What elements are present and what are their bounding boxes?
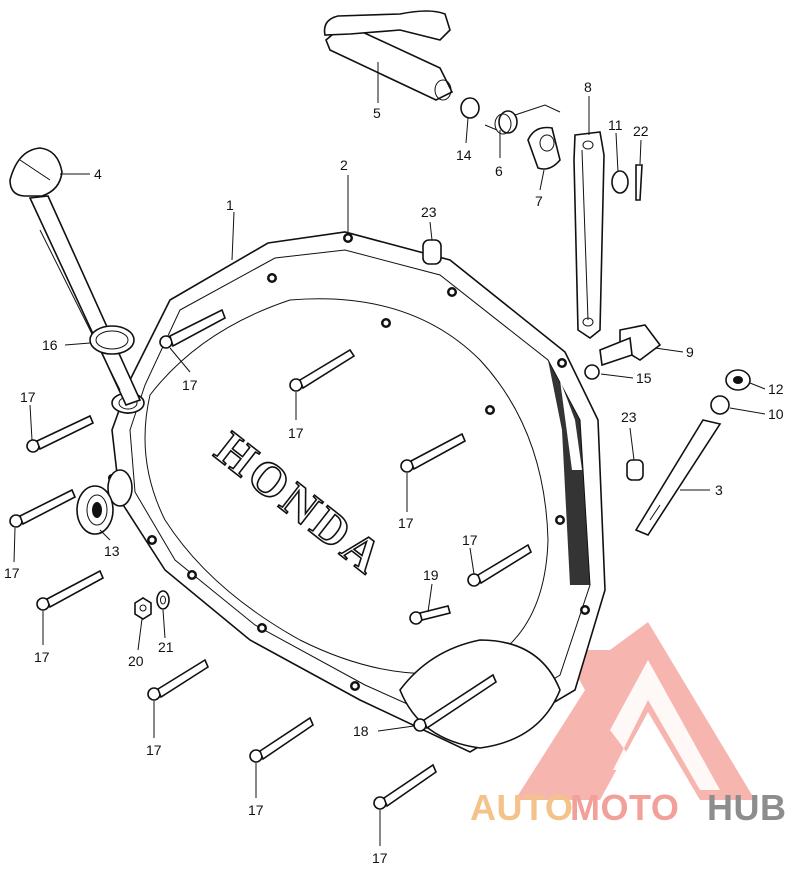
callout-1: 1 — [226, 197, 234, 213]
dipstick-o-ring — [89, 325, 135, 355]
lifter-plate — [573, 131, 605, 339]
callout-9: 9 — [686, 344, 694, 360]
callout-17: 17 — [248, 802, 264, 818]
bolt-17 — [400, 432, 467, 473]
callout-14: 14 — [456, 147, 472, 163]
shaft-oil-seal — [725, 369, 751, 391]
bolt-17 — [159, 308, 226, 349]
callout-19: 19 — [423, 567, 439, 583]
crankcase-cover: HONDA — [107, 231, 606, 753]
callout-4: 4 — [94, 166, 102, 182]
callout-17: 17 — [462, 532, 478, 548]
callout-23: 23 — [421, 204, 437, 220]
callout-23: 23 — [621, 409, 637, 425]
callout-6: 6 — [495, 163, 503, 179]
dowel-pin-upper — [422, 239, 442, 265]
bolt-18 — [413, 673, 497, 732]
circlip — [460, 97, 480, 119]
callout-17: 17 — [398, 515, 414, 531]
callout-21: 21 — [158, 639, 174, 655]
plate-washer — [611, 170, 629, 194]
clutch-lift-shaft — [323, 10, 454, 101]
bolt-17 — [373, 763, 437, 810]
watermark-word-hub: HUB — [707, 787, 787, 828]
pushrod-shaft — [634, 419, 722, 536]
dowel-pin-right — [626, 459, 644, 481]
callout-labels: 1 2 3 4 5 6 7 8 9 10 11 12 13 14 15 16 1… — [4, 79, 784, 866]
callout-17: 17 — [4, 565, 20, 581]
bolt-17 — [26, 414, 95, 453]
callout-13: 13 — [104, 543, 120, 559]
callout-10: 10 — [768, 406, 784, 422]
cotter-pin — [635, 164, 643, 201]
callout-18: 18 — [353, 723, 369, 739]
callout-22: 22 — [633, 123, 649, 139]
callout-17: 17 — [20, 389, 36, 405]
watermark-word-auto: AUTO — [470, 787, 573, 828]
callout-17: 17 — [34, 649, 50, 665]
oil-dipstick — [9, 147, 142, 406]
callout-11: 11 — [608, 117, 623, 133]
watermark-word-moto: MOTO — [570, 787, 679, 828]
bolt-17 — [9, 488, 77, 528]
lift-cam-collar — [527, 126, 561, 170]
bolt-19 — [409, 605, 451, 625]
callout-17: 17 — [182, 377, 198, 393]
clutch-adjuster — [599, 324, 662, 367]
callout-16: 16 — [42, 337, 58, 353]
bolt-17 — [147, 658, 210, 701]
bolt-17 — [289, 348, 356, 392]
callout-17: 17 — [372, 850, 388, 866]
return-spring — [484, 104, 561, 135]
callout-17: 17 — [146, 742, 162, 758]
leader-lines — [13, 62, 766, 846]
bolt-17 — [467, 543, 533, 587]
bolt-17 — [36, 569, 105, 611]
callout-3: 3 — [715, 482, 723, 498]
callout-7: 7 — [535, 193, 543, 209]
callout-15: 15 — [636, 370, 652, 386]
oil-seal — [76, 485, 114, 535]
callout-2: 2 — [340, 157, 348, 173]
callout-12: 12 — [768, 381, 784, 397]
callout-5: 5 — [373, 105, 381, 121]
bolt-17 — [249, 716, 314, 763]
shaft-washer — [710, 395, 730, 415]
callout-20: 20 — [128, 653, 144, 669]
adjuster-o-ring — [584, 364, 600, 380]
callout-8: 8 — [584, 79, 592, 95]
nut-20 — [134, 597, 152, 620]
washer-21 — [156, 590, 170, 610]
callout-17: 17 — [288, 425, 304, 441]
bolts — [9, 308, 533, 810]
